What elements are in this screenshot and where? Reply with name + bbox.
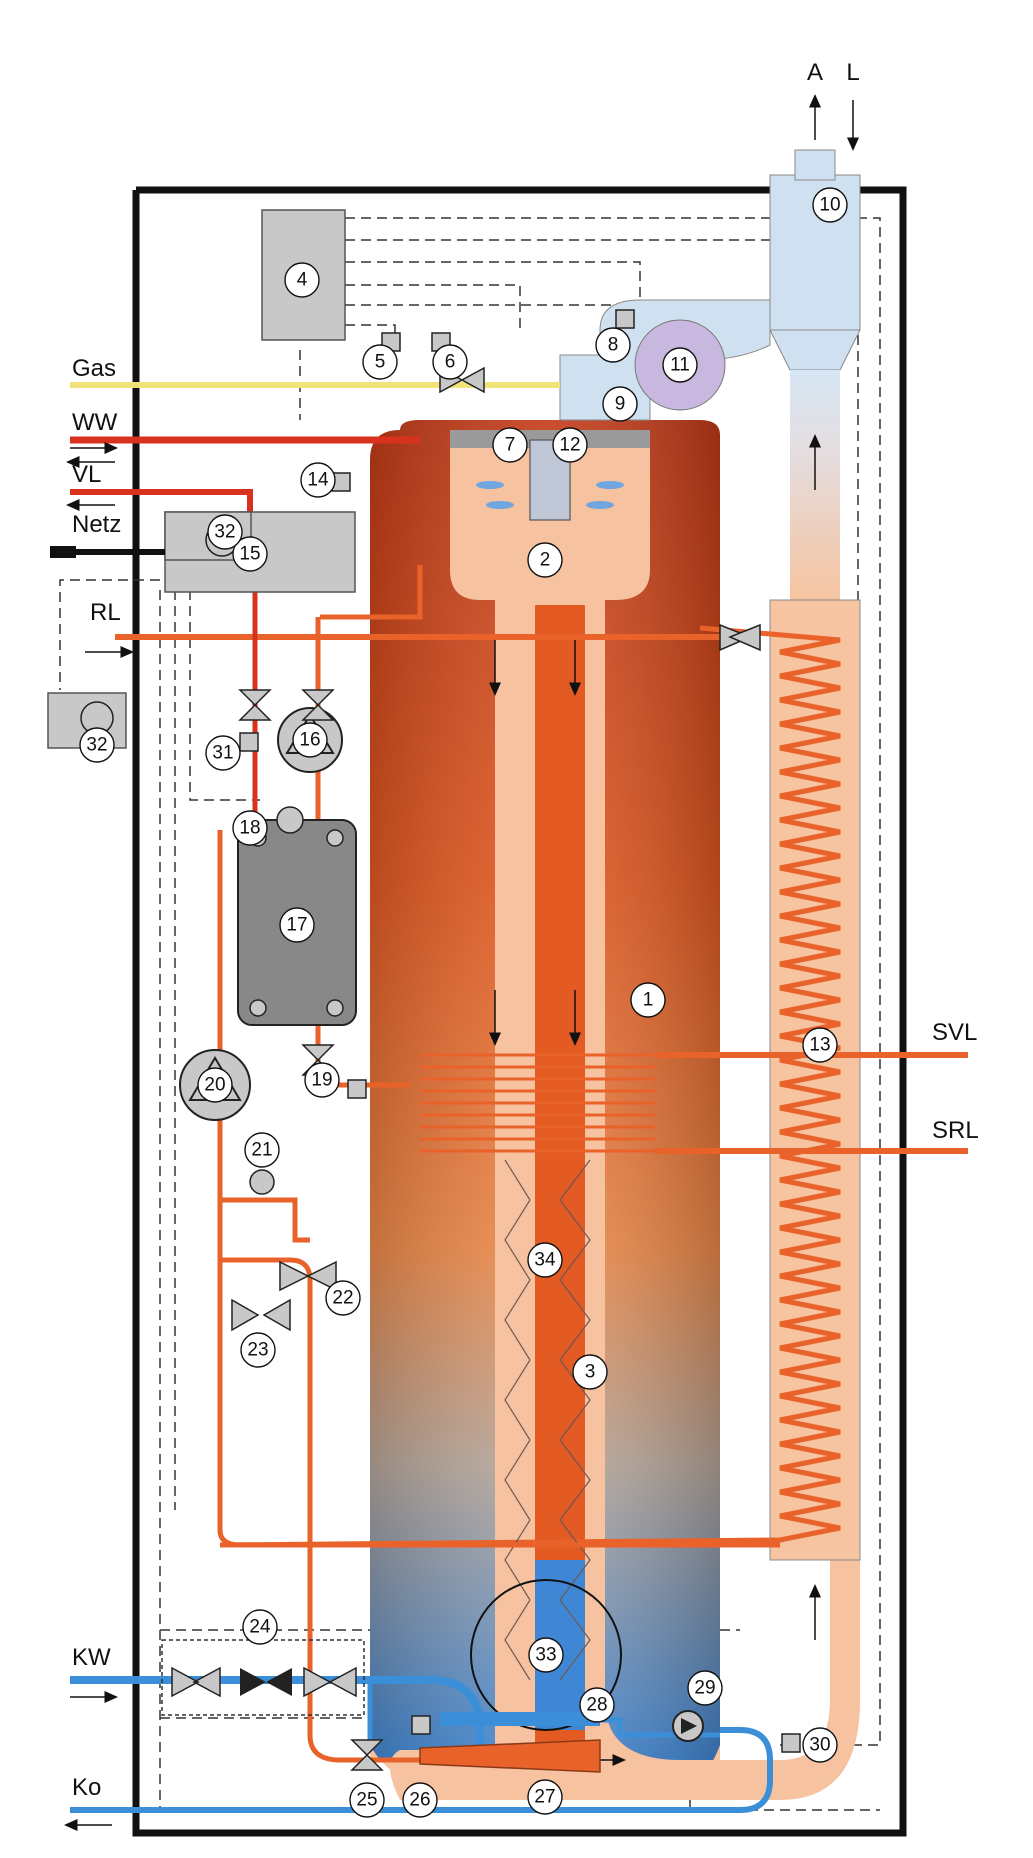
svg-text:1: 1 [643,990,654,1011]
svg-text:8: 8 [608,335,619,356]
detail-circle [470,1579,622,1731]
svg-text:25: 25 [356,1790,377,1811]
valves [171,366,761,1771]
svg-text:29: 29 [694,1678,715,1699]
svg-text:26: 26 [409,1790,430,1811]
valve-24c [303,1666,357,1698]
flue-cone [769,329,861,371]
svg-text:30: 30 [809,1735,830,1756]
heat-exchanger-stack [769,599,861,1561]
svg-text:15: 15 [239,544,260,565]
svg-text:19: 19 [311,1070,332,1091]
svg-text:32: 32 [86,735,107,756]
svg-text:34: 34 [534,1250,556,1271]
tank-bottom [370,1745,720,1800]
svg-text:21: 21 [251,1140,272,1161]
svg-text:12: 12 [559,435,580,456]
direction-arrows [64,442,134,1831]
heating-return-line [320,565,423,620]
svg-text:10: 10 [819,195,840,216]
valve-24b [240,1668,292,1696]
callouts [79,187,848,1818]
label-condensate: Ko [72,1774,101,1801]
drain-pipe [220,1257,313,1420]
svg-text:31: 31 [212,743,233,764]
label-exhaust: A [807,59,823,86]
gauge-21 [249,1169,275,1195]
callout-numbers: 1 2 3 4 5 6 7 8 9 10 11 12 13 14 15 16 1… [86,195,840,1811]
label-flow: VL [72,461,101,488]
mains-plug [50,546,76,558]
label-cold-water: KW [72,1644,111,1671]
solar-coil [420,1053,655,1153]
svg-text:7: 7 [505,435,516,456]
label-air: L [846,59,859,86]
svg-text:33: 33 [535,1645,556,1666]
svg-text:4: 4 [297,270,308,291]
svg-text:24: 24 [249,1617,271,1638]
label-gas: Gas [72,355,116,382]
expansion-vessel [419,1739,601,1773]
svg-text:18: 18 [239,818,260,839]
central-tube [535,605,585,1745]
svg-text:28: 28 [586,1695,607,1716]
label-hot-water: WW [72,409,118,436]
housing-frame [132,186,907,1837]
pump-29 [672,1710,704,1742]
turbulators [504,1159,591,1681]
label-return: RL [90,599,121,626]
condensate-box [440,1712,600,1726]
label-solar-flow: SVL [932,1019,977,1046]
svg-text:6: 6 [445,352,456,373]
bypass-pipe [220,1197,310,1243]
svg-text:16: 16 [299,730,320,751]
cold-water-pipe [70,1676,484,1750]
heat-exchanger-coil [219,625,841,1548]
svg-text:5: 5 [375,352,386,373]
condensate-line [70,1727,773,1813]
svg-text:9: 9 [615,394,626,415]
flue-top [794,149,836,181]
svg-text:23: 23 [247,1340,268,1361]
motor-valve-18 [276,806,304,834]
burner-flames [476,481,624,509]
svg-text:22: 22 [332,1288,353,1309]
svg-text:27: 27 [534,1787,555,1808]
svg-text:11: 11 [670,355,690,376]
flow-pipe [70,489,253,520]
svg-text:14: 14 [307,470,329,491]
drain-to-trap [307,1420,420,1763]
svg-text:3: 3 [585,1362,596,1383]
svg-text:17: 17 [286,915,307,936]
svg-text:13: 13 [809,1035,830,1056]
heating-circuit-d [217,830,780,1548]
label-solar-return: SRL [932,1117,979,1144]
svg-text:20: 20 [204,1075,225,1096]
svg-text:2: 2 [540,550,551,571]
svg-text:32: 32 [214,522,235,543]
label-mains: Netz [72,511,121,538]
combustion-chamber [390,430,860,1800]
